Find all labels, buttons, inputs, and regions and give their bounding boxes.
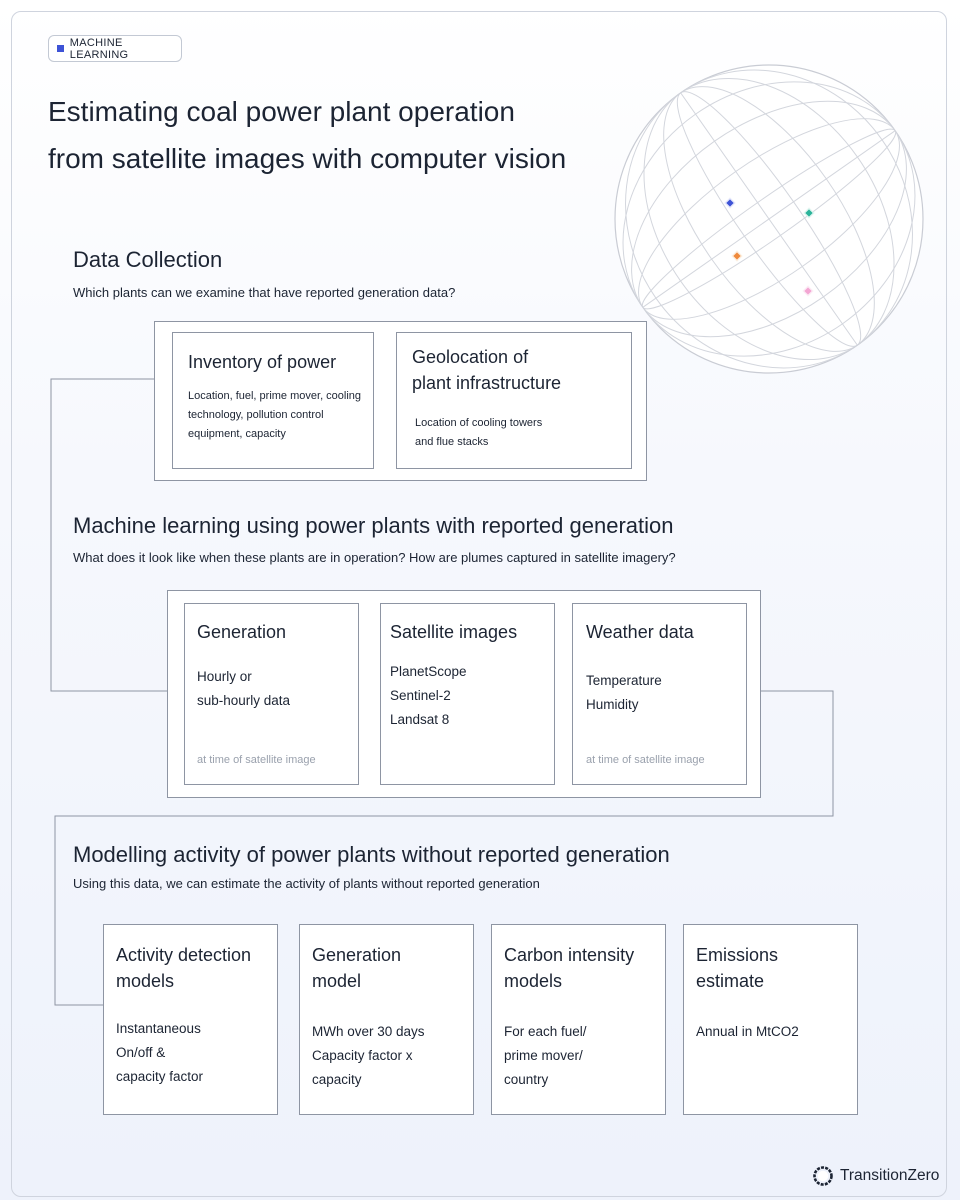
card-body: Location, fuel, prime mover, cooling tec… (188, 387, 361, 444)
globe-icon (614, 64, 924, 374)
card-title: Generation model (312, 942, 401, 994)
card-body-line: Temperature (586, 673, 662, 688)
card-body: MWh over 30 days Capacity factor x capac… (312, 1020, 425, 1092)
card-body-line: country (504, 1072, 549, 1087)
card-generation: Generation Hourly or sub-hourly data at … (184, 603, 359, 785)
card-title-line: model (312, 971, 362, 991)
card-body-line: Sentinel-2 (390, 688, 451, 703)
card-body-line: equipment, capacity (188, 428, 286, 440)
card-footnote: at time of satellite image (197, 754, 316, 766)
card-title: Activity detection models (116, 942, 251, 994)
card-body-line: Location, fuel, prime mover, cooling (188, 390, 362, 402)
tag-label: MACHINE LEARNING (69, 36, 129, 61)
card-title: Geolocation of plant infrastructure (412, 344, 561, 396)
card-body-line: capacity (312, 1072, 362, 1087)
card-satellite-images: Satellite images PlanetScope Sentinel-2 … (380, 603, 555, 785)
card-geolocation: Geolocation of plant infrastructure Loca… (396, 332, 632, 469)
tag-square-icon (57, 45, 64, 52)
card-title: Carbon intensity models (504, 942, 634, 994)
card-carbon-intensity: Carbon intensity models For each fuel/ p… (491, 924, 666, 1115)
page-title: Estimating coal power plant operation fr… (48, 88, 628, 182)
card-emissions-estimate: Emissions estimate Annual in MtCO2 (683, 924, 858, 1115)
card-body-line: capacity factor (116, 1069, 204, 1084)
card-body: Instantaneous On/off & capacity factor (116, 1017, 203, 1089)
card-title-line: models (116, 971, 175, 991)
card-body: PlanetScope Sentinel-2 Landsat 8 (390, 660, 467, 732)
card-body: Annual in MtCO2 (696, 1020, 799, 1044)
card-body-line: PlanetScope (390, 664, 467, 679)
section-subtitle-data-collection: Which plants can we examine that have re… (73, 285, 456, 300)
card-body-line: On/off & (116, 1045, 166, 1060)
card-title-line: plant infrastructure (412, 373, 562, 393)
card-body: Hourly or sub-hourly data (197, 665, 290, 713)
card-body-line: sub-hourly data (197, 693, 291, 708)
title-line-2: from satellite images with computer visi… (48, 143, 567, 174)
card-body-line: Capacity factor x (312, 1048, 413, 1063)
card-title-line: Carbon intensity (504, 945, 635, 965)
card-generation-model: Generation model MWh over 30 days Capaci… (299, 924, 474, 1115)
section-title-modelling: Modelling activity of power plants witho… (73, 842, 670, 867)
data-collection-group: Inventory of power Location, fuel, prime… (154, 321, 647, 481)
card-activity-detection: Activity detection models Instantaneous … (103, 924, 278, 1115)
card-body-line: Hourly or (197, 669, 252, 684)
card-title: Weather data (586, 622, 694, 642)
card-title-line: Geolocation of (412, 347, 529, 367)
card-title: Generation (197, 622, 287, 642)
logo-text: TransitionZero (840, 1167, 940, 1184)
transitionzero-logo-icon (813, 1166, 833, 1186)
card-body: For each fuel/ prime mover/ country (504, 1020, 587, 1092)
card-body-line: prime mover/ (504, 1048, 583, 1063)
section-title-data-collection: Data Collection (73, 247, 223, 272)
brand-logo: TransitionZero (812, 1165, 939, 1187)
card-body-line: Annual in MtCO2 (696, 1024, 799, 1039)
card-title: Satellite images (390, 622, 518, 642)
card-body-line: Landsat 8 (390, 712, 450, 727)
title-line-1: Estimating coal power plant operation (48, 96, 515, 127)
card-inventory-of-power: Inventory of power Location, fuel, prime… (172, 332, 374, 469)
section-title-machine-learning: Machine learning using power plants with… (73, 513, 674, 538)
card-footnote: at time of satellite image (586, 754, 705, 766)
card-body-line: Humidity (586, 697, 639, 712)
section-subtitle-machine-learning: What does it look like when these plants… (73, 550, 676, 565)
machine-learning-group: Generation Hourly or sub-hourly data at … (167, 590, 761, 798)
card-body-line: MWh over 30 days (312, 1024, 425, 1039)
card-body: Temperature Humidity (586, 669, 662, 717)
card-title-line: Generation (312, 945, 402, 965)
card-title: Inventory of power (188, 352, 337, 372)
card-title-line: Activity detection (116, 945, 252, 965)
card-weather-data: Weather data Temperature Humidity at tim… (572, 603, 747, 785)
card-title-line: estimate (696, 971, 765, 991)
card-body-line: Instantaneous (116, 1021, 201, 1036)
card-body: Location of cooling towers and flue stac… (415, 414, 542, 452)
page-frame (11, 11, 947, 1197)
section-subtitle-modelling: Using this data, we can estimate the act… (73, 876, 540, 891)
card-body-line: Location of cooling towers (415, 417, 543, 429)
card-body-line: technology, pollution control (188, 409, 324, 421)
card-body-line: For each fuel/ (504, 1024, 587, 1039)
card-title-line: models (504, 971, 563, 991)
category-tag: MACHINE LEARNING (48, 35, 182, 62)
card-body-line: and flue stacks (415, 436, 489, 448)
card-title: Emissions estimate (696, 942, 778, 994)
card-title-line: Emissions (696, 945, 779, 965)
